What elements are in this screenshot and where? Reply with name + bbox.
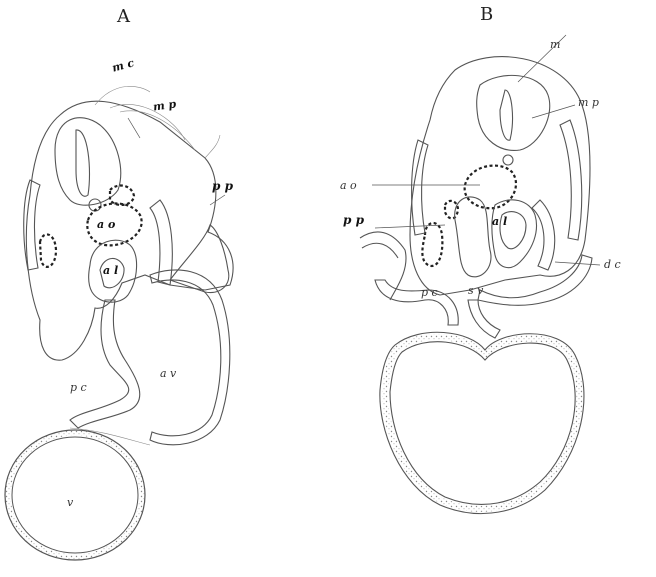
panel-b-label-dc: d c [604,259,621,270]
panel-a-body-outline [26,101,233,360]
panel-b-section [360,35,600,514]
panel-a-label-v: v [67,497,73,508]
panel-a-label-pp: p p [212,180,233,192]
panel-b-label-sv: s v [468,285,483,296]
panel-a-label-al: a l [103,265,118,276]
panel-a-label-pc: p c [70,382,87,393]
panel-a-label-mp: m p [152,98,176,112]
panel-a-heart-tube [70,300,140,428]
panel-b-label-pc: p c [421,287,438,298]
panel-b-neural-tube [477,75,550,150]
panel-a-label-av: a v [160,368,176,379]
panel-b-alimentary [455,197,491,277]
panel-b-label-pp: p p [343,214,364,226]
panel-b-label-m: m [550,39,560,50]
panel-b-label-mp: m p [578,97,599,108]
panel-a-label-ao: a o [97,219,115,230]
panel-a-title: A [117,8,130,26]
panel-b-ventricle [380,332,584,513]
panel-b-aorta [465,166,516,209]
panel-b-label-ao: a o [340,180,357,191]
panel-a-section [5,86,233,560]
panel-b-body-outline [410,57,590,295]
panel-b-title: B [480,6,493,24]
panel-b-label-al: a l [492,216,507,227]
panel-b-heart-tube [375,280,458,325]
